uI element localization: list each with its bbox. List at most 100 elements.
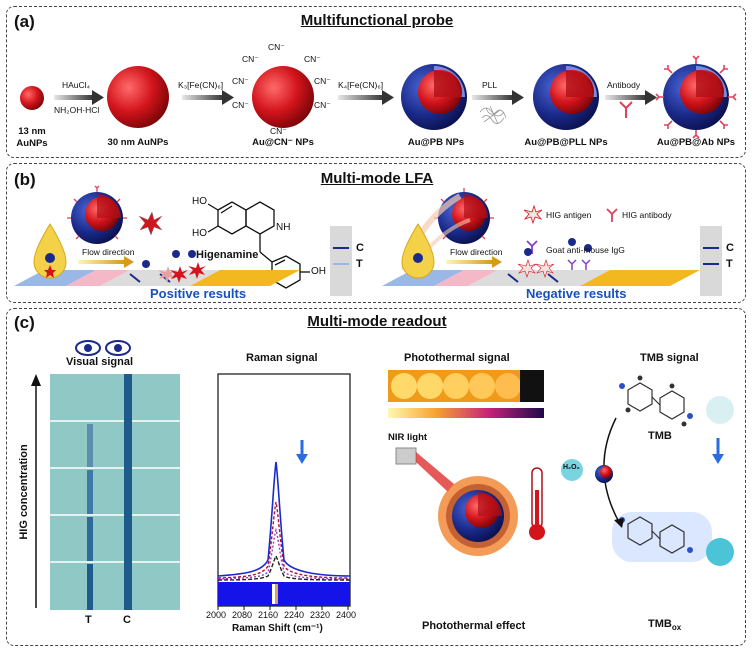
raman-xlabel: Raman Shift (cm⁻¹): [232, 623, 323, 634]
arrow-5-top: Antibody: [607, 80, 641, 90]
arrow-2: [182, 95, 222, 100]
droplet-right: [401, 223, 435, 279]
photothermal-particle: [438, 476, 518, 556]
mol-ho-1: HO: [192, 196, 207, 207]
panel-c: [6, 308, 746, 646]
tmbox-label: TMBox: [648, 618, 682, 633]
cn-label-3: CN⁻: [304, 54, 321, 64]
panel-b: [6, 163, 746, 303]
aunp-13nm: [20, 86, 44, 110]
cn-label-7: CN⁻: [314, 100, 331, 110]
cassette-right-c: C: [726, 242, 734, 254]
flow-label-right: Flow direction: [450, 247, 503, 257]
raman-tick-6: 2400: [336, 610, 357, 620]
flow-label-left: Flow direction: [82, 247, 135, 257]
tmb-label: TMB: [648, 430, 672, 442]
particle-label-6: Au@PB@Ab NPs: [656, 137, 736, 148]
cn-label-4: CN⁻: [232, 76, 249, 86]
legend-hig-antigen: HIG antigen: [546, 210, 592, 220]
legend-antigen-icon: [523, 204, 543, 225]
arrow-2-top: K₃[Fe(CN)₆]: [178, 80, 224, 90]
particle-label-5: Au@PB@PLL NPs: [524, 137, 608, 148]
visual-strip-grid: [50, 374, 180, 610]
raman-plot: [217, 373, 351, 607]
arrow-3-top: K₄[Fe(CN)₆]: [338, 80, 384, 90]
t-line-row2: [87, 424, 93, 467]
particle-label-1b: AuNPs: [16, 138, 48, 149]
visual-c-label: C: [123, 614, 131, 626]
arrow-1-top: HAuCl₄: [62, 80, 91, 90]
visual-title: Visual signal: [66, 356, 134, 368]
arrow-3: [338, 95, 382, 100]
antibody-icon: [619, 101, 633, 118]
photothermal-effect: Photothermal effect: [422, 620, 526, 632]
negative-results: Negative results: [526, 286, 627, 301]
tmb-title: TMB signal: [640, 352, 699, 364]
tmbox-molecule: [612, 512, 712, 562]
au-pb-ab-np: [655, 55, 737, 139]
particle-label-4: Au@PB NPs: [407, 137, 465, 148]
flow-arrow-left: [78, 260, 124, 264]
arrow-4-top: PLL: [482, 80, 498, 90]
panel-a-label: (a): [14, 12, 35, 31]
panel-c-label: (c): [14, 313, 35, 332]
au-pb-pll-np: [533, 64, 599, 130]
panel-a: [6, 6, 746, 158]
h2o2-label: H₂O₂: [563, 464, 580, 471]
mol-nh: NH: [276, 222, 291, 233]
cassette-right-t: T: [726, 258, 733, 270]
strip-left: [14, 270, 300, 286]
arrow-1: [54, 95, 92, 100]
arrow-1-bottom: NH₂OH·HCl: [54, 105, 100, 115]
mol-ho-2: HO: [192, 228, 207, 239]
arrow-4: [472, 95, 512, 100]
tmbox-solution: [706, 538, 734, 566]
t-line-row5: [87, 564, 93, 610]
visual-ylabel: HIG concentration: [18, 444, 30, 540]
photothermal-title: Photothermal signal: [404, 352, 510, 364]
aunp-30nm: [107, 66, 169, 128]
catalyst-particle: [595, 465, 613, 483]
tmb-solution: [706, 396, 734, 424]
flow-arrow-right: [446, 260, 492, 264]
raman-tick-3: 2160: [258, 610, 279, 620]
raman-tick-5: 2320: [310, 610, 331, 620]
raman-title: Raman signal: [246, 352, 318, 364]
molecule-name: Higenamine: [196, 249, 259, 261]
cn-label-1: CN⁻: [268, 42, 285, 52]
positive-results: Positive results: [150, 286, 247, 301]
raman-tick-2: 2080: [232, 610, 253, 620]
cn-label-2: CN⁻: [242, 54, 259, 64]
t-line-row4: [87, 517, 93, 561]
pll-strands: [479, 105, 507, 125]
arrow-5: [605, 95, 645, 100]
au-pb-np: [401, 64, 467, 130]
raman-tick-1: 2000: [206, 610, 227, 620]
thermal-images: [388, 370, 544, 402]
nir-laser: [395, 447, 454, 492]
nir-label: NIR light: [388, 432, 428, 443]
thermal-colorbar: [388, 408, 544, 418]
antigen-star: [138, 211, 163, 236]
panel-c-title: Multi-mode readout: [307, 313, 447, 330]
legend-antibody-icon: [606, 208, 618, 222]
cn-label-6: CN⁻: [232, 100, 249, 110]
mol-oh: OH: [311, 266, 326, 277]
panel-b-title: Multi-mode LFA: [320, 170, 434, 187]
legend-hig-antibody: HIG antibody: [622, 210, 672, 220]
cassette-right: [700, 226, 722, 296]
t-line-row3: [87, 470, 93, 514]
h2o2-bubble: [561, 459, 583, 481]
cn-label-5: CN⁻: [314, 76, 331, 86]
au-cn-np: [252, 66, 314, 128]
strip-right: [382, 270, 700, 286]
c-line: [124, 374, 132, 610]
eyes-icon: [75, 340, 131, 356]
visual-t-label: T: [85, 614, 92, 626]
raman-curves: [217, 461, 351, 581]
particle-label-2: 30 nm AuNPs: [107, 137, 169, 148]
droplet-left: [33, 223, 67, 279]
particle-label-3: Au@CN⁻ NPs: [252, 137, 314, 148]
